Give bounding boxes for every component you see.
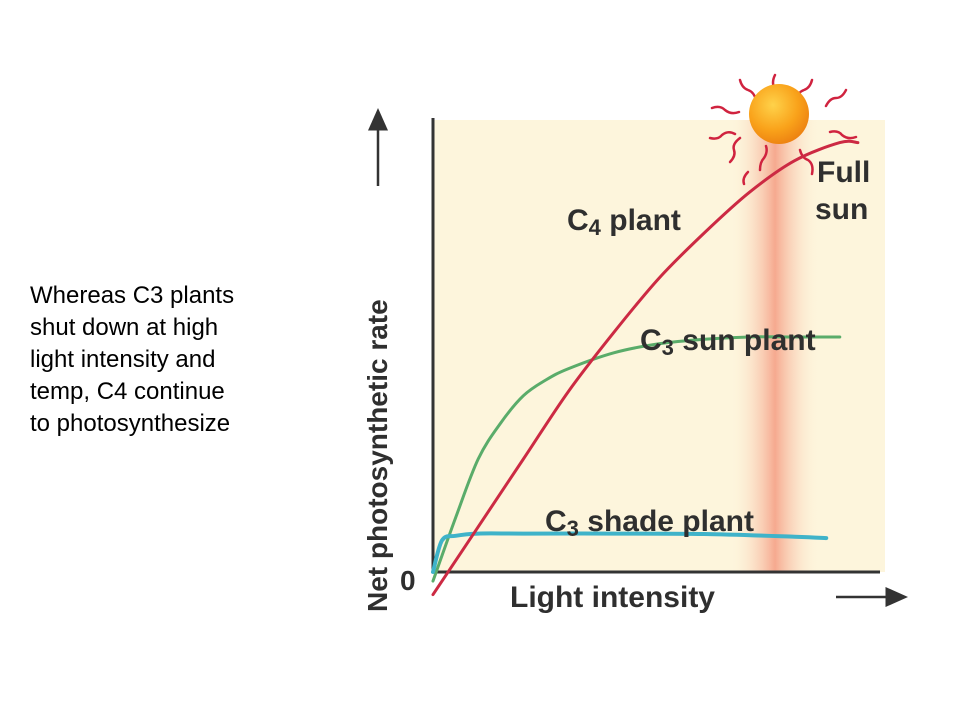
series-label-c3-shade-plant: C3 shade plant [545,505,754,541]
caption-line: temp, C4 continue [30,378,225,405]
series-line-c4-plant [431,139,860,597]
caption-line: to photosynthesize [30,410,231,437]
sun-icon [708,73,858,186]
y-zero-tick-label: 0 [400,565,416,596]
series-label-c3-sun-plant: C3 sun plant [640,324,816,360]
caption-line: Whereas C3 plants [30,282,235,309]
full-sun-label-line1: Full [817,156,870,189]
x-axis-label: Light intensity [510,581,715,614]
caption-text: Whereas C3 plants shut down at high ligh… [30,280,320,440]
full-sun-label-line2: sun [815,193,868,226]
series-label-c4-plant: C4 plant [567,204,681,240]
y-axis-label: Net photosynthetic rate [362,299,393,612]
series-line-c3-sun-plant [431,335,842,583]
caption-line: light intensity and [30,346,216,373]
caption-line: shut down at high [30,314,219,341]
series-line-c3-shade-plant [431,531,829,574]
